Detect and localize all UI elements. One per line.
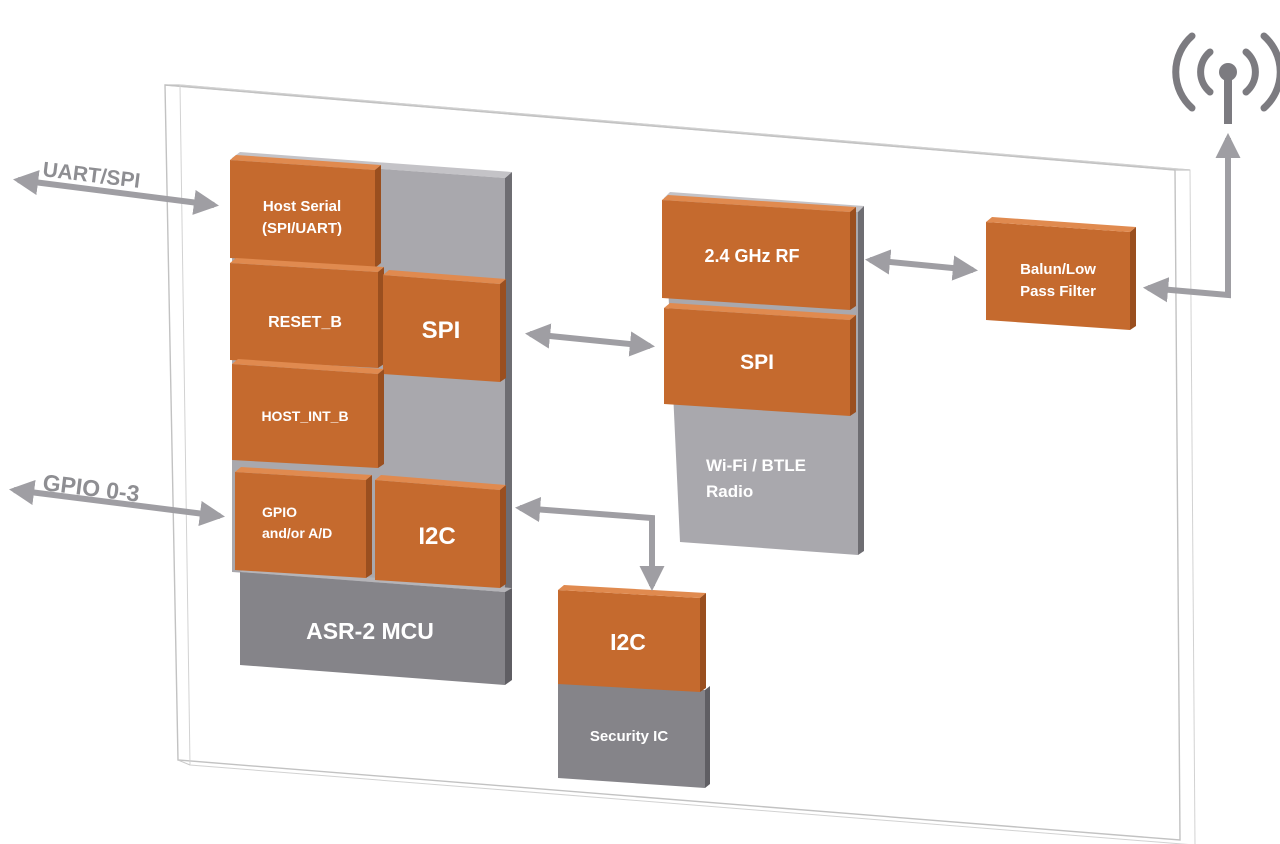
mcu-spi-label: SPI bbox=[422, 317, 461, 344]
filter-sublabel: Pass Filter bbox=[1020, 283, 1096, 300]
host-serial-box bbox=[230, 155, 381, 268]
mcu-i2c-label: I2C bbox=[418, 523, 455, 550]
i2c-link-arrow bbox=[514, 496, 665, 592]
host-serial-sublabel: (SPI/UART) bbox=[262, 220, 342, 237]
radio-sublabel: Radio bbox=[706, 482, 753, 501]
filter-box bbox=[986, 217, 1136, 330]
gpio-sublabel: and/or A/D bbox=[262, 525, 332, 541]
mcu-label: ASR-2 MCU bbox=[306, 618, 434, 644]
gpio-label: GPIO bbox=[262, 504, 297, 520]
radio-spi-box bbox=[664, 303, 856, 416]
host-int-label: HOST_INT_B bbox=[261, 408, 348, 424]
radio-label: Wi-Fi / BTLE bbox=[706, 456, 806, 475]
arrows bbox=[8, 132, 1241, 592]
rf-box bbox=[662, 195, 856, 310]
reset-label: RESET_B bbox=[268, 314, 342, 331]
filter-label: Balun/Low bbox=[1020, 261, 1096, 278]
antenna-icon bbox=[1172, 32, 1280, 124]
host-int-box bbox=[232, 359, 384, 468]
host-serial-label: Host Serial bbox=[263, 198, 341, 215]
security-block bbox=[558, 682, 710, 788]
gpio-arrow bbox=[8, 480, 226, 526]
security-label: Security IC bbox=[590, 728, 669, 745]
reset-box bbox=[230, 258, 384, 368]
antenna-arrow bbox=[1142, 132, 1241, 303]
mcu-i2c-box bbox=[375, 475, 506, 588]
rf-filter-arrow bbox=[864, 249, 979, 281]
uart-spi-arrow bbox=[13, 170, 219, 215]
rf-label: 2.4 GHz RF bbox=[704, 246, 799, 266]
radio-spi-label: SPI bbox=[740, 351, 774, 374]
spi-link-arrow bbox=[524, 323, 656, 357]
gpio-box bbox=[235, 467, 372, 578]
mcu-spi-box bbox=[383, 270, 506, 382]
security-i2c-label: I2C bbox=[610, 629, 646, 655]
